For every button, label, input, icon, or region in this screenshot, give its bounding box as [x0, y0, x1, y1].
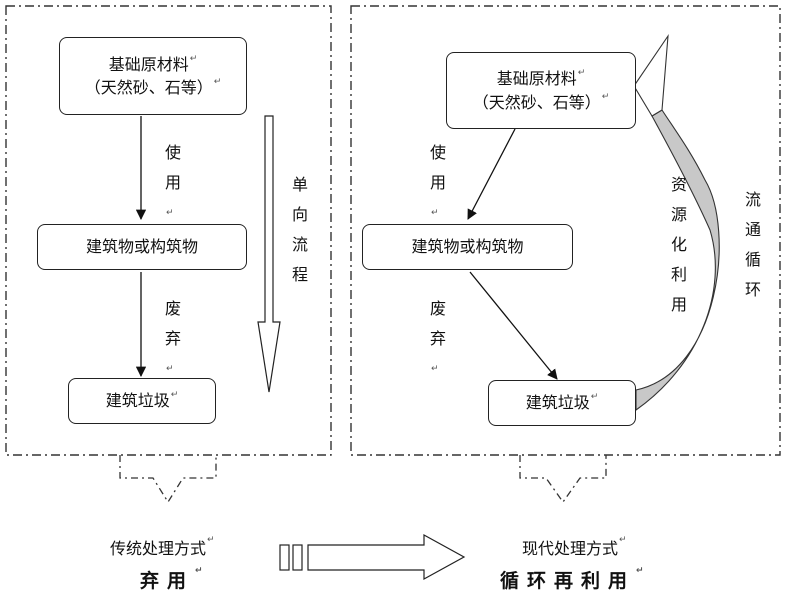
- bottom-hollow-arrow: [307, 533, 466, 581]
- traditional-mode: 弃用↵: [140, 566, 211, 592]
- left-raw-material-box: 基础原材料↵ （天然砂、石等）↵: [59, 37, 247, 115]
- right-building-box: 建筑物或构筑物: [362, 224, 573, 270]
- right-funnel: [519, 455, 607, 504]
- right-discard-arrow: [469, 271, 558, 380]
- left-funnel: [119, 455, 217, 504]
- traditional-caption: 传统处理方式↵: [110, 535, 215, 558]
- modern-mode: 循环再利用↵: [500, 566, 652, 592]
- recycle-arrowhead: [633, 33, 669, 117]
- left-discard-label: 废 弃↵: [165, 299, 182, 374]
- left-frame: [5, 5, 332, 456]
- right-waste-box: 建筑垃圾↵: [488, 380, 636, 426]
- modern-caption: 现代处理方式↵: [522, 535, 627, 558]
- right-raw-material-box: 基础原材料↵ （天然砂、石等）↵: [446, 52, 636, 129]
- right-use-arrow: [467, 128, 516, 220]
- cycle-label: 流 通 循 环: [745, 190, 762, 299]
- left-building-box: 建筑物或构筑物: [37, 224, 247, 270]
- right-discard-label: 废 弃↵: [430, 299, 447, 374]
- recycle-label: 资 源 化 利 用: [671, 175, 688, 314]
- right-frame: [350, 5, 781, 456]
- arrow-tail-bar-2: [292, 544, 303, 571]
- left-waste-box: 建筑垃圾↵: [68, 378, 216, 424]
- left-use-label: 使 用↵: [165, 143, 182, 218]
- right-use-label: 使 用↵: [430, 143, 447, 218]
- arrow-tail-bar-1: [279, 544, 290, 571]
- one-way-label: 单 向 流 程: [292, 175, 309, 284]
- one-way-arrow: [257, 115, 281, 393]
